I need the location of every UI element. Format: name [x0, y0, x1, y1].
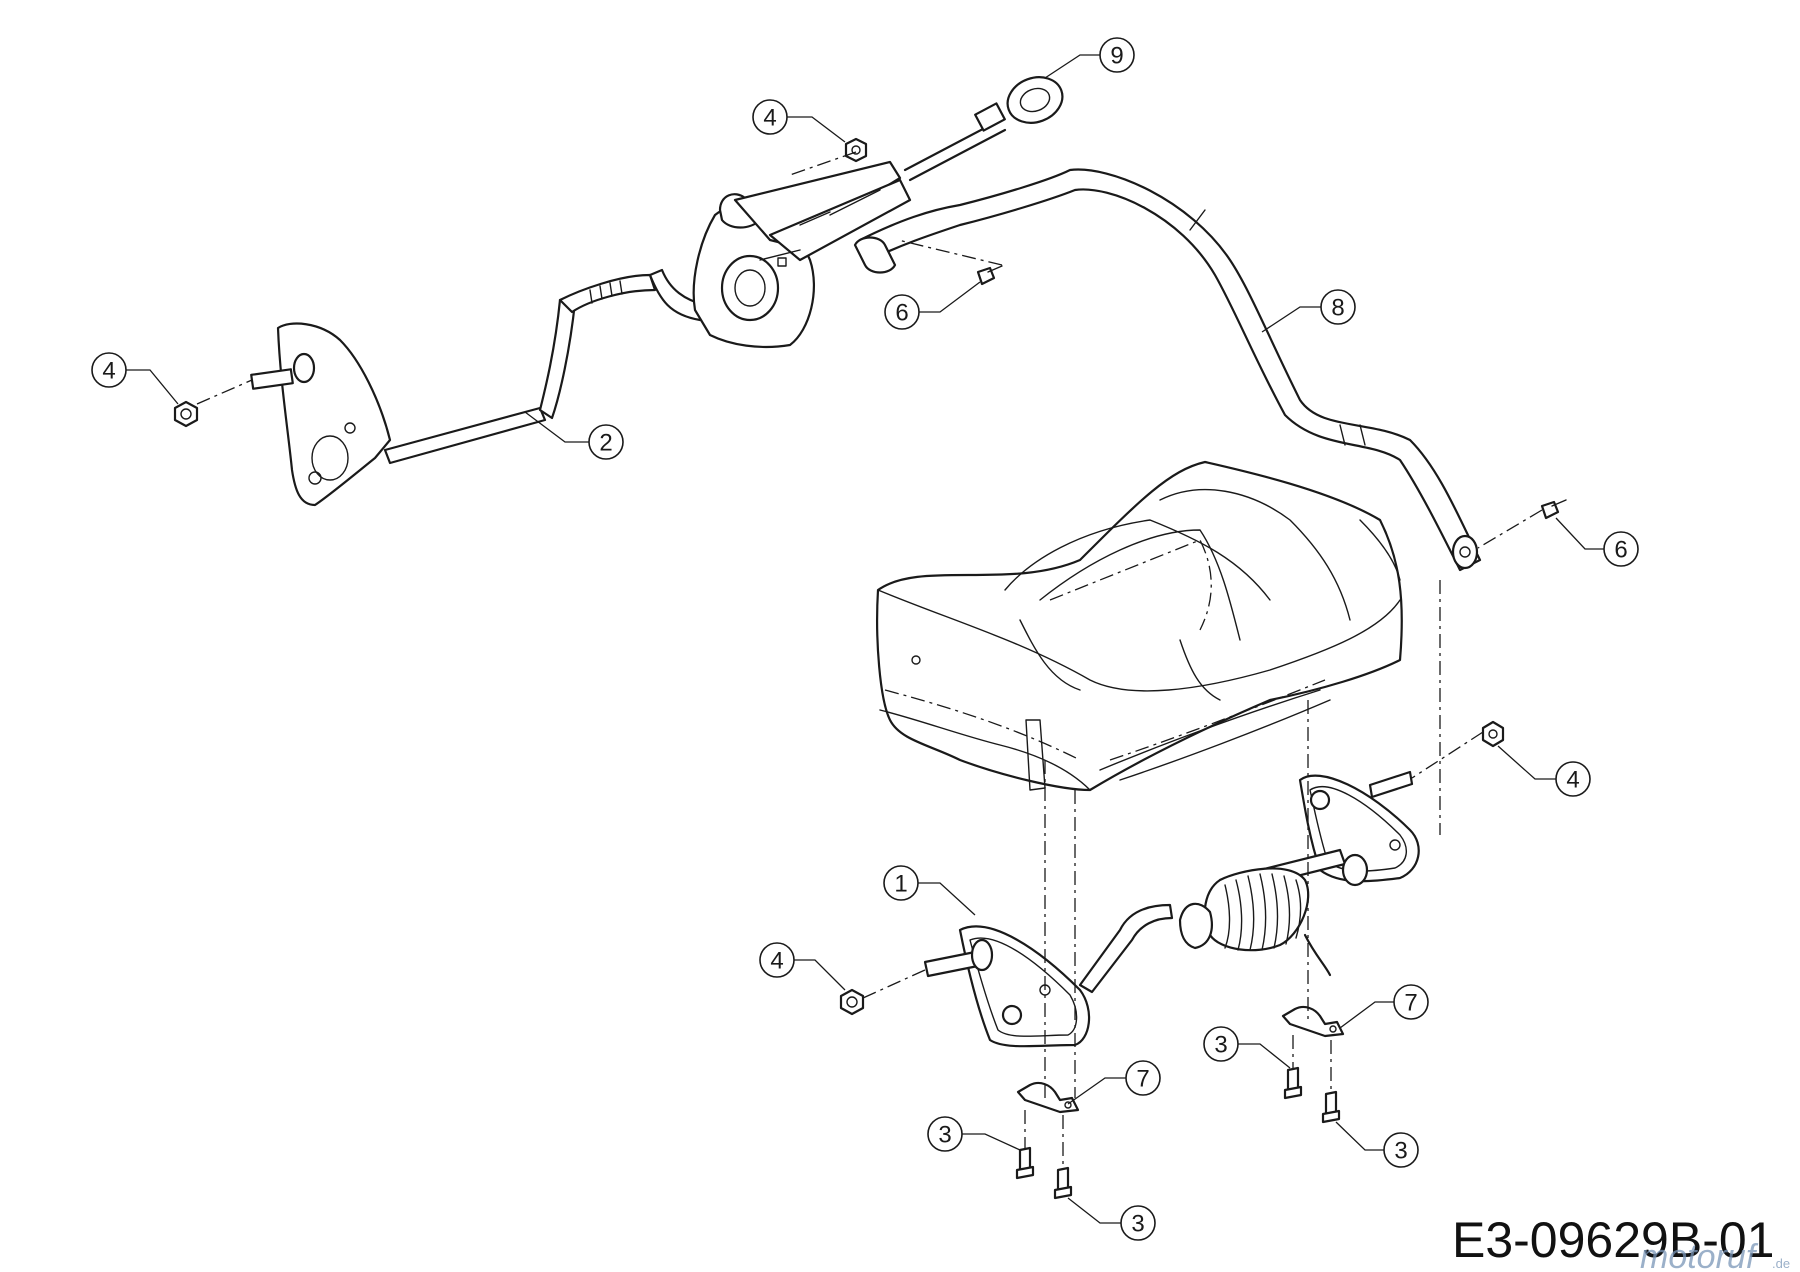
- svg-text:motoruf: motoruf: [1640, 1238, 1759, 1272]
- hex-nuts: [173, 137, 1505, 1016]
- axle-clip-left: [1016, 1081, 1080, 1114]
- spring: [1178, 867, 1332, 977]
- callout-2: 2: [524, 411, 624, 460]
- svg-text:4: 4: [763, 105, 776, 132]
- callout-3-a: 3: [1203, 1026, 1291, 1069]
- callout-4-top: 4: [752, 99, 846, 143]
- callout-4-bottom: 4: [759, 942, 846, 991]
- diagram-code: E3-09629B-01: [1452, 1212, 1774, 1268]
- svg-text:7: 7: [1404, 990, 1417, 1017]
- axle-clip-right: [1281, 1005, 1345, 1038]
- svg-text:4: 4: [1566, 767, 1579, 794]
- callout-6-left: 6: [884, 281, 981, 330]
- svg-text:7: 7: [1136, 1066, 1149, 1093]
- svg-text:6: 6: [895, 300, 908, 327]
- rear-handle-bar: [853, 168, 1482, 572]
- svg-text:.de: .de: [1772, 1256, 1790, 1271]
- assembly-lines: [196, 151, 1543, 1170]
- svg-text:3: 3: [1214, 1032, 1227, 1059]
- callout-1: 1: [883, 865, 976, 916]
- svg-text:3: 3: [938, 1122, 951, 1149]
- svg-text:6: 6: [1614, 537, 1627, 564]
- callout-8: 8: [1261, 289, 1356, 333]
- callout-3-d: 3: [1067, 1197, 1156, 1241]
- svg-text:4: 4: [102, 358, 115, 385]
- front-axle: [923, 770, 1420, 1048]
- svg-text:3: 3: [1131, 1211, 1144, 1238]
- mower-deck: [876, 460, 1403, 792]
- callout-7-right: 7: [1339, 984, 1429, 1029]
- svg-text:9: 9: [1110, 43, 1123, 70]
- rear-axle: [250, 160, 912, 507]
- watermark-logo: motoruf .de: [1640, 1238, 1790, 1272]
- shoulder-bolts: [976, 265, 1567, 520]
- callout-3-b: 3: [1335, 1121, 1419, 1168]
- callout-6-right: 6: [1555, 517, 1639, 567]
- cable-grip: [903, 76, 1064, 182]
- svg-text:3: 3: [1394, 1138, 1407, 1165]
- callout-7-left: 7: [1067, 1060, 1161, 1105]
- svg-text:4: 4: [770, 948, 783, 975]
- callout-4-left: 4: [91, 352, 179, 405]
- svg-text:2: 2: [599, 430, 612, 457]
- svg-text:8: 8: [1331, 295, 1344, 322]
- svg-text:1: 1: [894, 871, 907, 898]
- callout-9: 9: [1044, 37, 1135, 79]
- callout-4-right: 4: [1497, 745, 1591, 797]
- callout-3-c: 3: [927, 1116, 1021, 1152]
- screws: [1015, 1066, 1341, 1200]
